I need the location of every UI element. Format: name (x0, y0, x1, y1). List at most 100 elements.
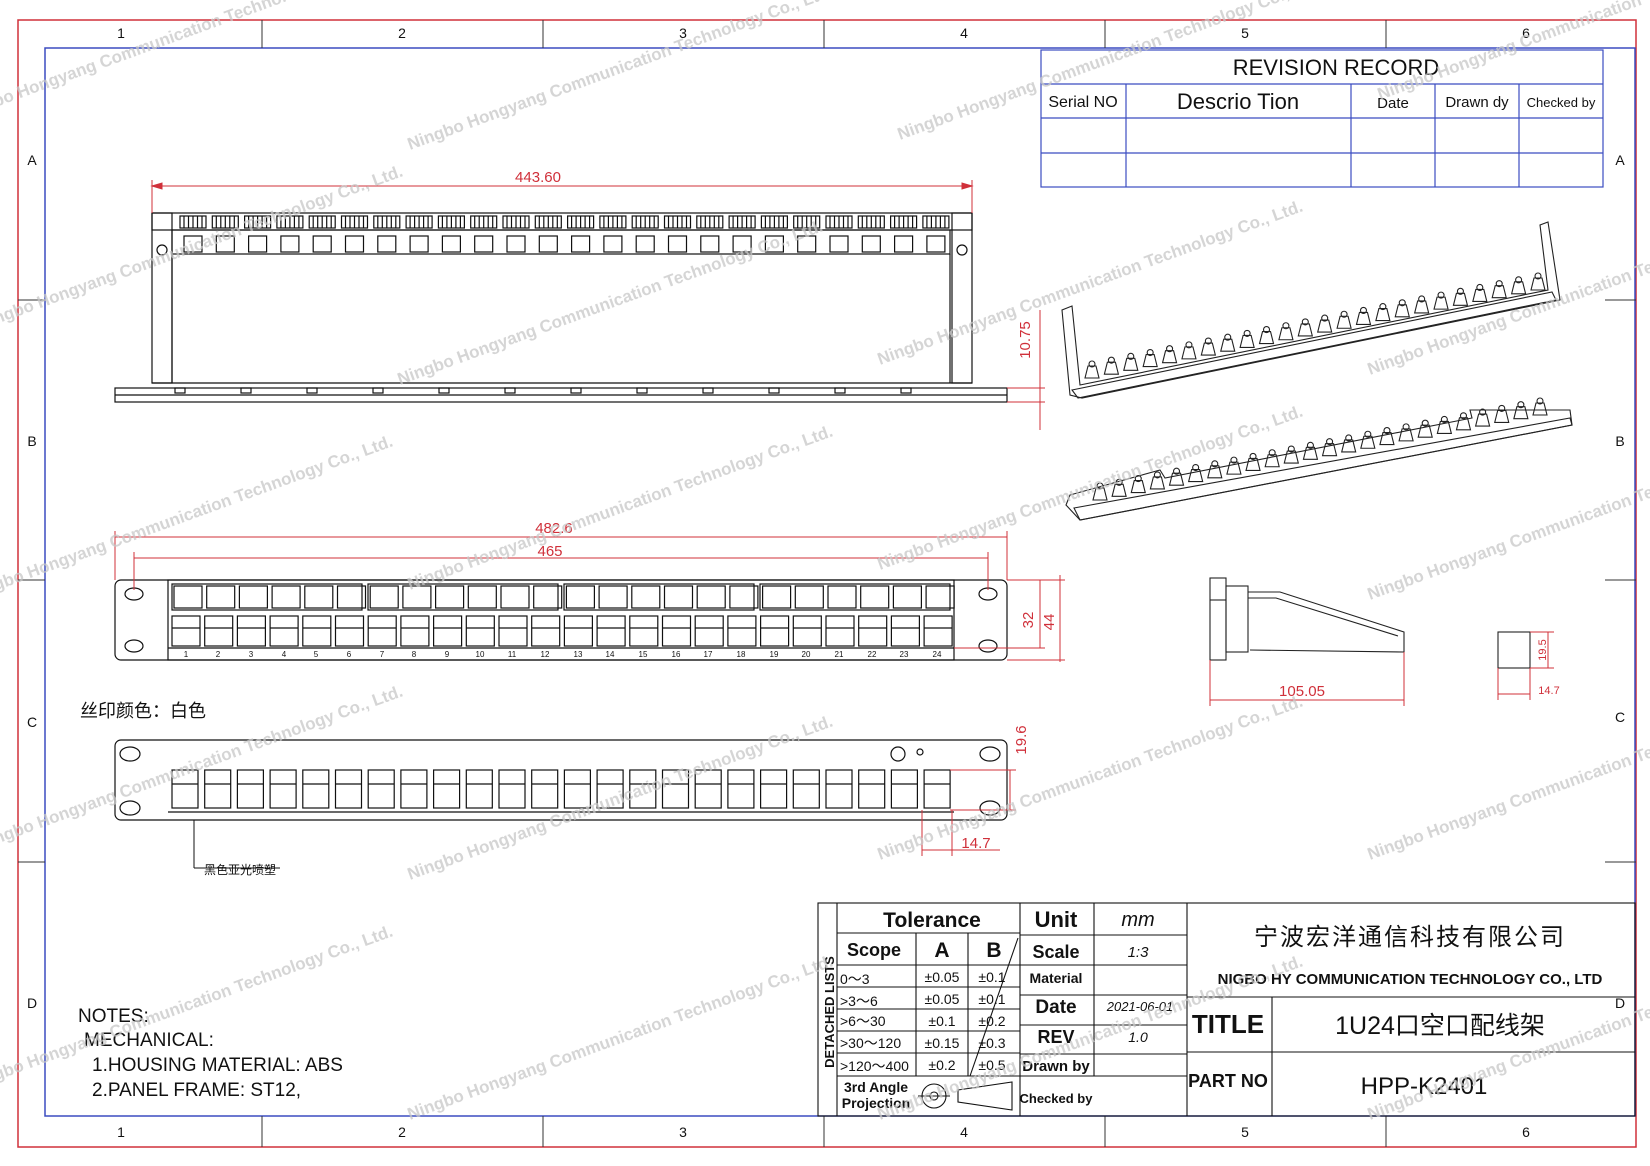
top-slot-lower (797, 235, 817, 253)
port-number: 15 (639, 650, 648, 659)
label-cell (173, 585, 203, 609)
label-cell (663, 585, 694, 609)
iso-keystone (1200, 342, 1217, 356)
top-view (114, 212, 1008, 403)
iso-keystone (1398, 428, 1414, 442)
dim-module (1497, 631, 1554, 700)
port-number: 6 (347, 650, 352, 659)
back-port (759, 769, 788, 809)
iso-keystone (1181, 346, 1197, 360)
iso-keystone-cap (1459, 412, 1468, 420)
iso-keystone-cap (1172, 467, 1181, 475)
iso-keystone (1239, 334, 1255, 348)
port-number: 24 (933, 650, 942, 659)
iso-keystone (1379, 432, 1395, 446)
top-slot-lower (603, 235, 623, 253)
rev-label: REV (1037, 1027, 1074, 1047)
iso-keystone (1355, 311, 1372, 325)
back-view (114, 739, 1008, 821)
front-port (531, 615, 561, 647)
tol-scope: >120～400 (840, 1058, 909, 1074)
iso-keystone-cap (1402, 423, 1410, 431)
iso-keystone-cap (1498, 404, 1506, 412)
iso-keystone (1149, 476, 1166, 490)
revision-header: Drawn dy (1445, 94, 1509, 111)
back-port (890, 769, 919, 809)
col-label-top: 4 (960, 25, 968, 41)
iso-keystone-cap (1204, 337, 1212, 345)
iso-keystone (1436, 420, 1453, 435)
port-number: 23 (900, 650, 909, 659)
iso-keystone-cap (1345, 434, 1353, 442)
iso-keystone-cap (1224, 333, 1232, 341)
tol-a: ±0.05 (925, 969, 960, 985)
back-port (727, 769, 755, 809)
iso-keystone (1103, 361, 1120, 375)
back-port (923, 769, 951, 809)
iso-keystone-cap (1437, 291, 1445, 299)
dim-label-module-h: 19.5 (1537, 639, 1549, 660)
iso-keystone (1123, 357, 1139, 371)
back-port (825, 769, 853, 809)
tolerance-label: Tolerance (883, 909, 981, 932)
tol-scope: >6～30 (840, 1013, 886, 1029)
iso-keystone-cap (1107, 356, 1115, 364)
iso-keystone-cap (1364, 430, 1372, 438)
iso-keystone (1245, 457, 1261, 471)
dim-side (1209, 652, 1405, 706)
front-port (236, 615, 266, 647)
top-slot-lower (893, 235, 914, 253)
iso-keystone-cap (1515, 276, 1523, 284)
projection-label: Projection (842, 1095, 910, 1111)
top-slot-lower (732, 235, 752, 253)
watermark-text: Ningbo Hongyang Communication Technology… (0, 162, 405, 334)
front-port (727, 615, 757, 647)
iso-keystone (1302, 446, 1319, 460)
front-view (114, 579, 1008, 661)
dim-top-height (1007, 310, 1045, 430)
port-number: 3 (249, 650, 254, 659)
scope-label: Scope (847, 940, 901, 960)
top-slot-lower (377, 235, 397, 253)
front-port (858, 615, 888, 647)
col-label-top: 6 (1522, 25, 1530, 41)
col-label-bottom: 3 (679, 1124, 687, 1140)
rail-tab (570, 387, 582, 394)
iso-keystone (1161, 350, 1178, 364)
label-cell (336, 585, 367, 609)
label-cell (827, 585, 857, 609)
top-slot-lower (700, 235, 720, 253)
top-slot-lower (829, 235, 849, 253)
top-slot-lower (215, 235, 235, 253)
back-port (204, 769, 232, 809)
side-view (1209, 577, 1405, 661)
top-slot-lower (474, 235, 494, 253)
zone-ticks (18, 20, 1636, 1147)
port-number: 10 (476, 650, 485, 659)
label-cell (402, 585, 432, 609)
part-no-value: HPP-K2401 (1361, 1073, 1488, 1100)
tol-b: ±0.1 (978, 991, 1005, 1007)
scale-value: 1:3 (1128, 944, 1150, 961)
iso-keystone-cap (1146, 348, 1154, 357)
row-label-left: A (27, 152, 37, 168)
iso-keystone-cap (1127, 352, 1135, 360)
port-number: 12 (541, 650, 550, 659)
notes-line: 2.PANEL FRAME: ST12, (92, 1080, 301, 1101)
port-number: 21 (835, 650, 844, 659)
iso-keystone (1316, 319, 1333, 333)
rail-tab (438, 387, 450, 394)
front-port (661, 615, 692, 647)
iso-keystone-cap (1185, 341, 1193, 349)
back-port (334, 769, 363, 809)
drawn-label: Drawn by (1022, 1058, 1090, 1075)
date-value: 2021-06-01 (1106, 999, 1174, 1014)
port-number: 14 (606, 650, 615, 659)
iso-keystone-cap (1479, 408, 1487, 416)
tol-b: ±0.2 (978, 1013, 1005, 1029)
revision-table (1040, 49, 1604, 188)
iso-keystone (1283, 450, 1300, 464)
col-label-top: 2 (398, 25, 406, 41)
back-port (465, 769, 493, 809)
tol-scope: 0～3 (840, 971, 870, 987)
